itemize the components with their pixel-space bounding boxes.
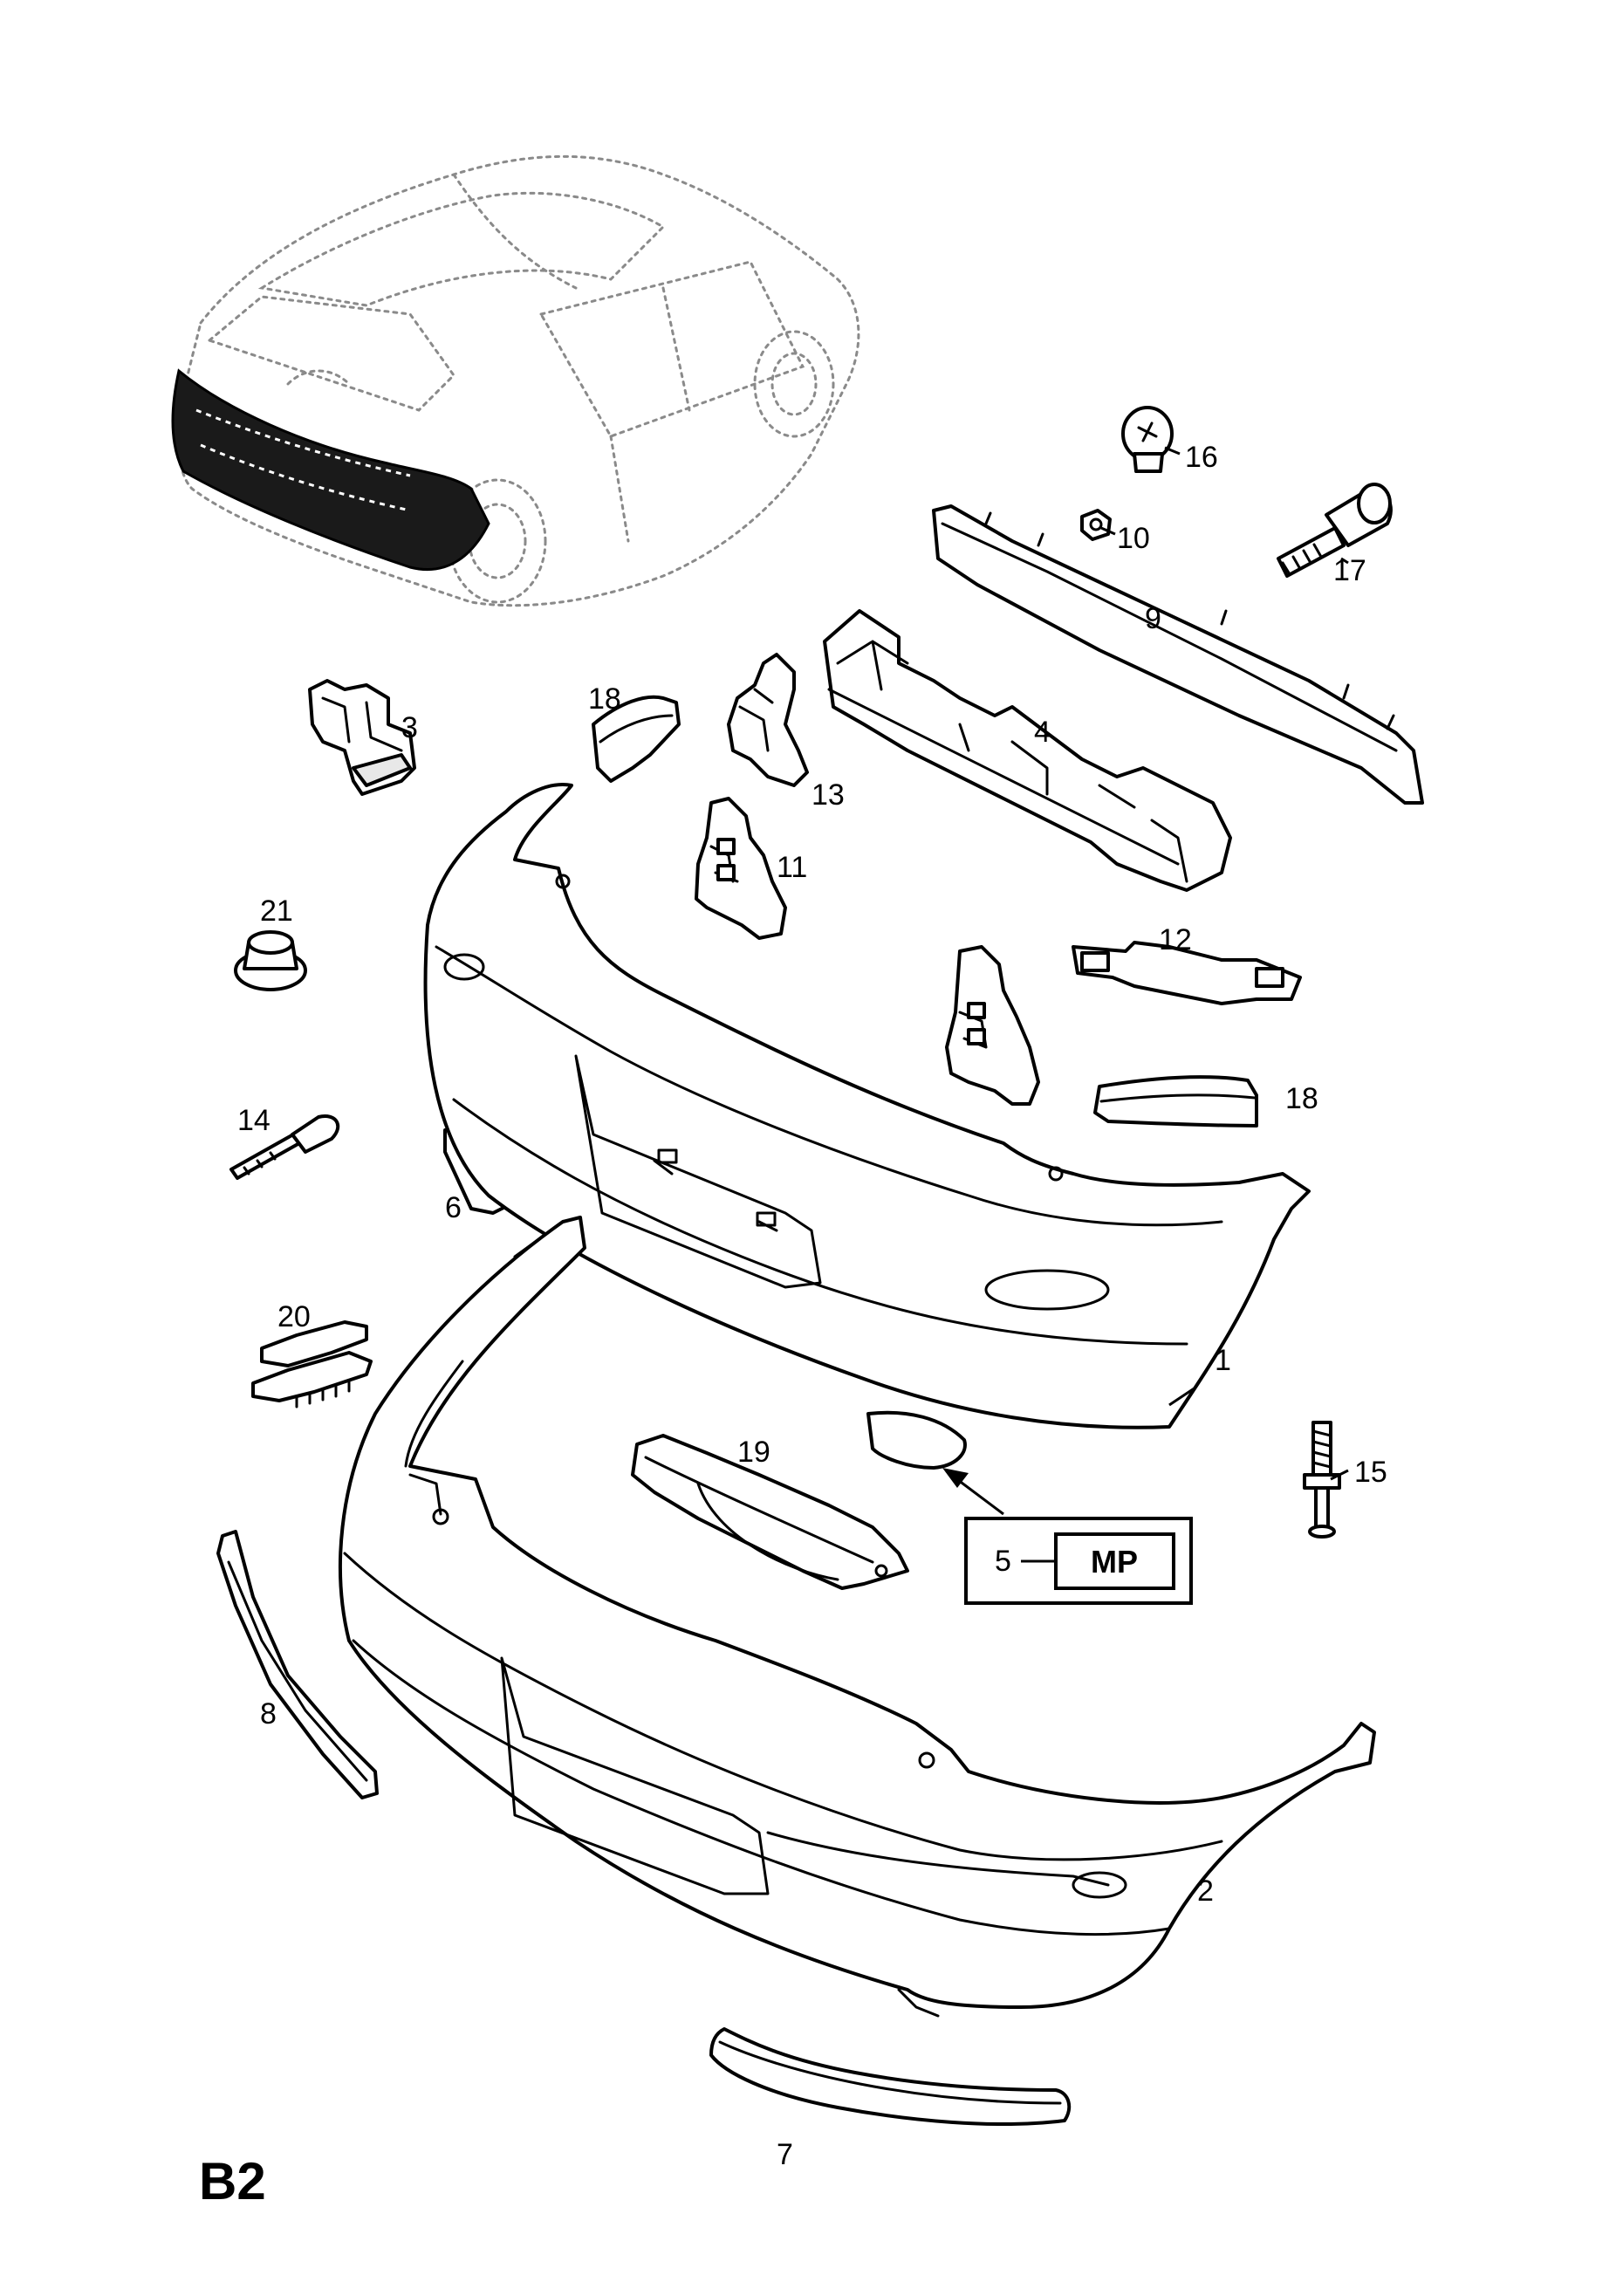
- part-9-beam: [932, 504, 1424, 805]
- callout-10: 10: [1117, 522, 1150, 555]
- part-14-rivet: [229, 1114, 340, 1180]
- callout-labels: 16 10 17 9 18 3 4 13 11 21 12 18 14 6 20…: [237, 441, 1387, 2171]
- callout-19: 19: [737, 1436, 770, 1469]
- callout-2: 2: [1197, 1874, 1214, 1908]
- callout-16: 16: [1185, 441, 1218, 474]
- callout-14: 14: [237, 1104, 270, 1137]
- callout-21: 21: [260, 894, 293, 928]
- part-19-under-panel: [631, 1434, 909, 1590]
- leader-lines: [1100, 446, 1349, 1481]
- callout-15: 15: [1354, 1456, 1387, 1489]
- part-20-clips: [251, 1320, 373, 1408]
- part-10-nut: [1080, 509, 1112, 541]
- callout-17: 17: [1333, 554, 1366, 587]
- callout-11: 11: [777, 851, 807, 884]
- part-2-bumper-inner: [339, 1216, 1376, 2018]
- part-18-insert-top: [592, 695, 681, 783]
- car-outline: [171, 154, 860, 607]
- part-21-nut: [234, 930, 307, 991]
- page-code: B2: [199, 2152, 266, 2210]
- part-11-bracket: [695, 797, 787, 940]
- part-11-bracket-right: [945, 945, 1040, 1106]
- part-5-reflector: [866, 1410, 967, 1470]
- callout-7: 7: [777, 2138, 793, 2171]
- callout-4: 4: [1034, 716, 1051, 749]
- part-3-bracket: [308, 679, 416, 796]
- part-7-strip: [709, 2027, 1072, 2127]
- callout-18-top: 18: [588, 682, 621, 716]
- mp-box: 5 MP: [964, 1517, 1193, 1605]
- mp-box-number: 5: [995, 1545, 1011, 1578]
- part-8-strip: [216, 1530, 379, 1799]
- part-15-stud: [1303, 1421, 1341, 1539]
- callout-1: 1: [1215, 1344, 1231, 1377]
- part-18-insert-right: [1093, 1075, 1258, 1127]
- callout-9: 9: [1145, 602, 1161, 635]
- part-1-bumper-cover: [423, 783, 1311, 1429]
- callout-3: 3: [401, 711, 418, 744]
- callout-12: 12: [1159, 923, 1192, 956]
- callout-18-right: 18: [1285, 1082, 1318, 1115]
- part-12-bracket: [1072, 941, 1302, 1005]
- callout-20: 20: [277, 1300, 311, 1333]
- part-17-bolt: [1277, 483, 1393, 578]
- part-13-bracket: [727, 653, 809, 787]
- callout-8: 8: [260, 1697, 277, 1731]
- part-4-absorber: [823, 609, 1232, 892]
- arrow-to-reflector: [942, 1468, 1004, 1516]
- callout-13: 13: [812, 778, 845, 812]
- callout-6: 6: [445, 1191, 462, 1224]
- mp-box-label: MP: [1091, 1544, 1138, 1580]
- part-16-clip: [1121, 406, 1174, 473]
